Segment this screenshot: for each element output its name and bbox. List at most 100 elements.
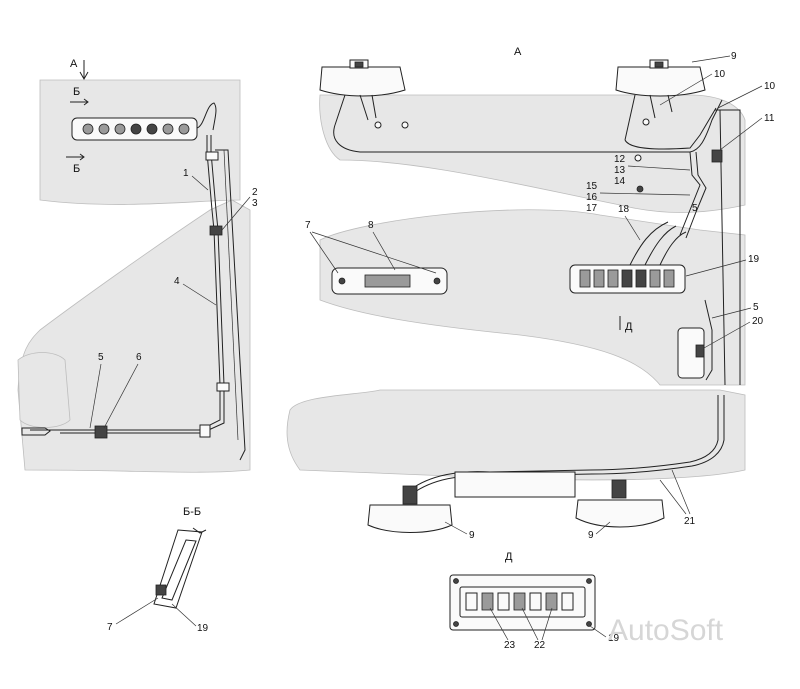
callout-1: 1 [183, 168, 189, 179]
left-panel-lead [196, 102, 217, 131]
panel-switches [465, 592, 574, 611]
watermark: AutoSoft [608, 614, 724, 647]
left-roof-panel [39, 79, 241, 205]
left-view: А Б Б 1 2 3 4 5 6 [17, 58, 258, 473]
callout-5-top: 5 [692, 203, 698, 214]
connector-left [21, 427, 51, 436]
panel-screw-tr [586, 578, 592, 584]
display-screw-left [338, 277, 346, 285]
leader-19-section [171, 603, 197, 627]
leader-7-section [115, 597, 159, 625]
left-switch-row [82, 123, 190, 135]
leader-6 [103, 363, 139, 429]
section-bracket [153, 529, 203, 609]
callout-7-top: 7 [305, 220, 311, 231]
roof-harness-2 [624, 107, 717, 150]
callout-19-section: 19 [197, 623, 209, 634]
bottom-lamp-right [575, 479, 665, 528]
leader-19-right [685, 259, 747, 277]
roof-holes [374, 118, 650, 129]
clip-1 [205, 151, 219, 161]
callout-15: 15 [586, 181, 598, 192]
left-switch-1 [82, 123, 94, 135]
left-frame-edge [215, 149, 246, 461]
panel-screw-tl [453, 578, 459, 584]
roof-body [319, 94, 746, 213]
display-window [364, 274, 411, 288]
connector-15 [636, 185, 644, 193]
roof-drop-harness-2 [685, 151, 707, 239]
roof-lamp-left [319, 59, 406, 126]
callout-2: 2 [252, 187, 258, 198]
callout-10-b: 10 [764, 81, 776, 92]
section-tube [192, 527, 207, 534]
view-a: А [286, 46, 776, 541]
connector-12 [634, 154, 642, 162]
leader-10-b [717, 85, 763, 109]
callout-17: 17 [586, 203, 598, 214]
clip-5 [94, 425, 108, 439]
leader-5-right [711, 307, 752, 319]
leader-12 [627, 165, 691, 171]
callout-21: 21 [684, 516, 696, 527]
harness-5-right [704, 299, 713, 381]
view-a-arrow-label: А [70, 58, 78, 70]
callout-14: 14 [614, 176, 626, 187]
leader-7-top-b [311, 231, 437, 274]
left-frame-edge-2 [223, 149, 239, 441]
junction-box [711, 149, 723, 163]
callout-7-section: 7 [107, 622, 113, 633]
leader-21-a [659, 479, 687, 515]
callout-9-top-right: 9 [731, 51, 737, 62]
section-b-mark-bottom: Б [73, 163, 80, 175]
clip-4 [199, 424, 211, 438]
left-switch-2 [98, 123, 110, 135]
left-cab-panel [17, 199, 251, 473]
left-switch-3 [114, 123, 126, 135]
display-screw-right [433, 277, 441, 285]
callout-20: 20 [752, 316, 764, 327]
leader-23 [489, 607, 509, 641]
callout-5-right: 5 [753, 302, 759, 313]
section-clip [155, 584, 167, 596]
view-d-title: Д [505, 551, 513, 563]
leader-5-left [89, 363, 102, 429]
callout-16: 16 [586, 192, 598, 203]
callout-22: 22 [534, 640, 546, 651]
left-switch-6 [162, 123, 174, 135]
section-b-title: Б-Б [183, 506, 201, 518]
bottom-housing [454, 471, 576, 498]
callout-18: 18 [618, 204, 630, 215]
callout-4: 4 [174, 276, 180, 287]
leader-7-top-a [309, 231, 339, 274]
leader-1 [191, 175, 209, 191]
leader-4 [182, 283, 217, 306]
section-bracket-inner [161, 539, 197, 601]
bottom-harness [409, 395, 719, 491]
leader-22-a [521, 607, 539, 641]
switch-block-keys [579, 269, 675, 288]
left-switch-5 [146, 123, 158, 135]
panel-screw-bl [453, 621, 459, 627]
roof-lamp-right [615, 59, 706, 141]
section-b-arrow-top [70, 98, 89, 106]
callout-8: 8 [368, 220, 374, 231]
switch-block-leads [629, 221, 687, 266]
leader-10-a [659, 73, 713, 106]
callout-19-right: 19 [748, 254, 760, 265]
leader-2 [221, 196, 251, 231]
left-switch-4 [130, 123, 142, 135]
view-d-mark: Д [625, 321, 633, 333]
cab-side-body [319, 209, 746, 386]
leader-9-top [691, 55, 731, 63]
leader-21-b [671, 469, 691, 515]
leader-18 [624, 215, 641, 241]
callout-5-left: 5 [98, 352, 104, 363]
left-tank [17, 352, 71, 428]
leader-15 [599, 192, 691, 196]
section-b-b: Б-Б 7 19 [107, 506, 209, 634]
panel-screw-br [586, 621, 592, 627]
bottom-body [286, 389, 746, 481]
leader-22-b [541, 607, 553, 641]
